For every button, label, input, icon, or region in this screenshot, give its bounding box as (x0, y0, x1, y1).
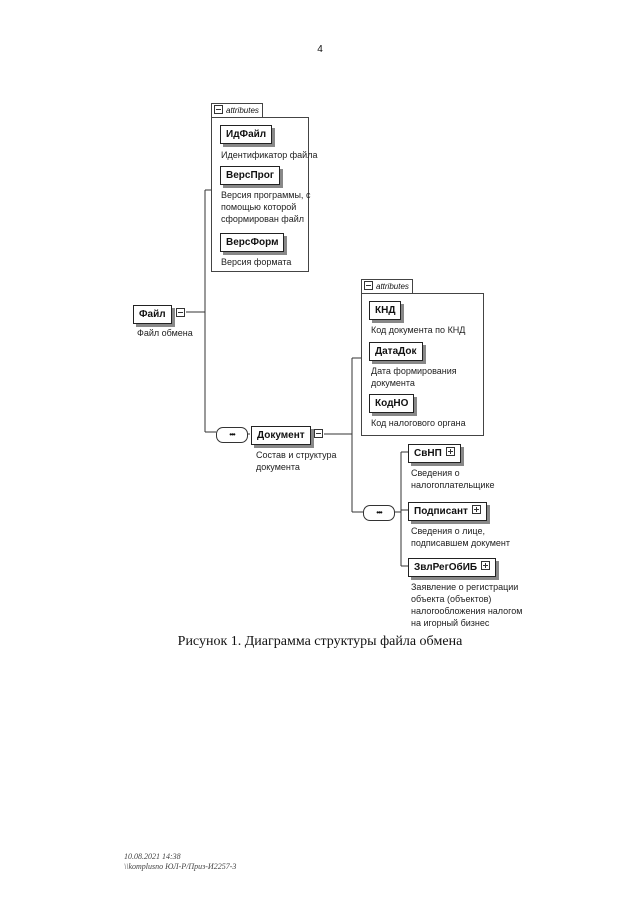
attr-id-file[interactable]: ИдФайл (220, 125, 273, 144)
root-collapse-icon[interactable] (176, 308, 185, 317)
document-collapse-icon[interactable] (314, 429, 323, 438)
root-node-file[interactable]: Файл (133, 305, 172, 324)
child-zvlregobib[interactable]: ЗвлРегОбИБ (408, 558, 497, 577)
document-attributes-tab[interactable]: attributes (361, 279, 413, 294)
footer-line-1: 10.08.2021 14:38 (124, 852, 181, 861)
attr-vers-form[interactable]: ВерсФорм (220, 233, 285, 252)
file-attributes-box (211, 117, 309, 272)
attr-knd-desc: Код документа по КНД (371, 325, 466, 335)
expand-icon[interactable] (481, 561, 491, 570)
child-svnp[interactable]: СвНП (408, 444, 461, 463)
root-desc: Файл обмена (137, 328, 193, 338)
collapse-icon[interactable] (214, 105, 223, 114)
attr-kod-no[interactable]: КодНО (369, 394, 415, 413)
attr-vers-prog[interactable]: ВерсПрог (220, 166, 281, 185)
expand-icon[interactable] (471, 505, 481, 514)
sequence-icon-2 (363, 505, 395, 521)
attr-kod-no-desc: Код налогового органа (371, 418, 466, 428)
document-attributes-box (361, 293, 484, 436)
footer-stamp: 10.08.2021 14:38 \\komplusno ЮЛ-Р/Приз-И… (124, 852, 236, 872)
figure-caption: Рисунок 1. Диаграмма структуры файла обм… (177, 634, 463, 649)
file-attributes-tab[interactable]: attributes (211, 103, 263, 118)
child-podpisant[interactable]: Подписант (408, 502, 487, 521)
page-number: 4 (317, 44, 323, 55)
expand-icon[interactable] (445, 447, 455, 456)
attributes-label: attributes (376, 282, 409, 291)
attributes-label: attributes (226, 106, 259, 115)
collapse-icon[interactable] (364, 281, 373, 290)
document-node[interactable]: Документ (251, 426, 311, 445)
attr-vers-form-desc: Версия формата (221, 257, 292, 267)
attr-id-file-desc: Идентификатор файла (221, 150, 318, 160)
attr-data-dok[interactable]: ДатаДок (369, 342, 423, 361)
sequence-icon (216, 427, 248, 443)
footer-line-2: \\komplusno ЮЛ-Р/Приз-И2257-3 (124, 862, 237, 871)
attr-knd[interactable]: КНД (369, 301, 402, 320)
child-podpisant-desc: Сведения о лице,подписавшем документ (411, 526, 511, 548)
